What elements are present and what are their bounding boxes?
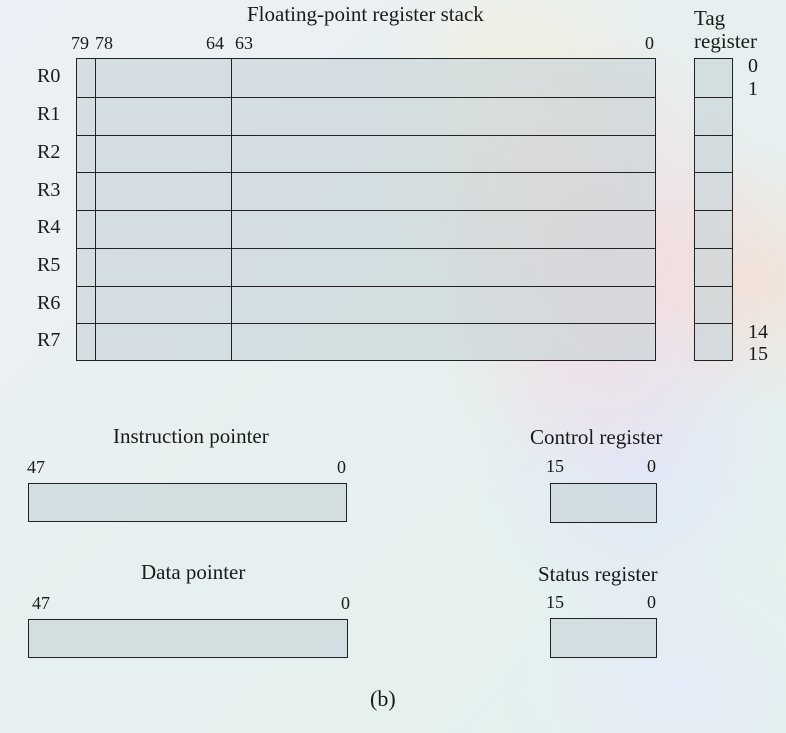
control-register-high-bit: 15: [546, 456, 564, 476]
instruction-pointer-low-bit: 0: [337, 457, 346, 477]
bit-label-79: 79: [71, 33, 89, 53]
status-register-low-bit: 0: [647, 592, 656, 612]
register-row-r6: [77, 286, 655, 324]
tag-cell: [695, 172, 732, 210]
register-row-r1: [77, 97, 655, 135]
bit-label-78: 78: [95, 33, 113, 53]
instruction-pointer-high-bit: 47: [27, 457, 45, 477]
control-register-low-bit: 0: [647, 456, 656, 476]
register-label-r5: R5: [37, 254, 61, 276]
stack-title: Floating-point register stack: [247, 2, 484, 26]
control-register-box: [550, 483, 657, 523]
status-register-high-bit: 15: [546, 592, 564, 612]
register-row-r4: [77, 210, 655, 248]
tag-bit-label-15: 15: [748, 343, 768, 365]
tag-cell: [695, 135, 732, 173]
data-pointer-low-bit: 0: [341, 593, 350, 613]
tag-cell: [695, 97, 732, 135]
control-register-title: Control register: [530, 425, 663, 449]
exponent-field-divider: [231, 59, 232, 360]
sign-field-divider: [95, 59, 96, 360]
data-pointer-box: [28, 619, 348, 658]
data-pointer-title: Data pointer: [141, 560, 246, 584]
tag-register-title-line1: Tag: [694, 6, 726, 30]
register-label-r0: R0: [37, 65, 61, 87]
register-row-r5: [77, 248, 655, 286]
instruction-pointer-box: [28, 483, 347, 522]
register-label-r1: R1: [37, 103, 61, 125]
tag-register-grid: [694, 58, 733, 361]
register-row-r0: [77, 59, 655, 97]
register-label-r6: R6: [37, 292, 61, 314]
register-label-r3: R3: [37, 179, 61, 201]
bit-label-64: 64: [206, 33, 224, 53]
register-label-r4: R4: [37, 216, 61, 238]
register-row-r7: [77, 323, 655, 361]
tag-cell: [695, 286, 732, 324]
tag-cell: [695, 59, 732, 97]
tag-cell: [695, 323, 732, 361]
data-pointer-high-bit: 47: [32, 593, 50, 613]
tag-bit-label-1: 1: [748, 78, 758, 100]
status-register-title: Status register: [538, 562, 658, 586]
bit-label-0: 0: [645, 33, 654, 53]
figure-caption: (b): [370, 686, 396, 711]
tag-cell: [695, 210, 732, 248]
bit-label-63: 63: [235, 33, 253, 53]
tag-bit-label-0: 0: [748, 55, 758, 77]
register-stack-grid: [76, 58, 656, 361]
register-label-r7: R7: [37, 329, 61, 351]
register-row-r3: [77, 172, 655, 210]
register-row-r2: [77, 135, 655, 173]
tag-cell: [695, 248, 732, 286]
instruction-pointer-title: Instruction pointer: [113, 424, 269, 448]
register-label-r2: R2: [37, 141, 61, 163]
tag-register-title-line2: register: [694, 29, 757, 53]
status-register-box: [550, 618, 657, 658]
tag-bit-label-14: 14: [748, 321, 768, 343]
